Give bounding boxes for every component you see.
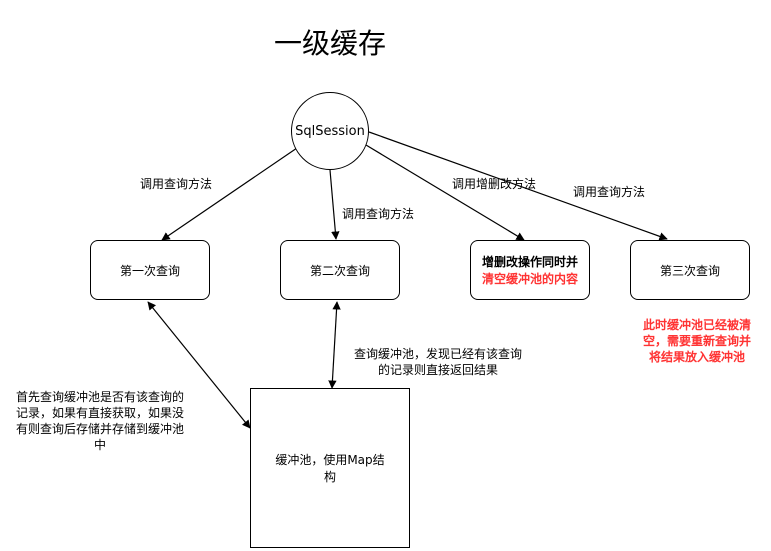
second-query-label: 第二次查询 [309, 263, 370, 278]
right-note: 此时缓冲池已经被清 空，需要重新查询并 将结果放入缓冲池 [628, 317, 766, 365]
update-label-line1: 增删改操作同时并 [481, 255, 578, 269]
edge-label-query-2: 调用查询方法 [342, 207, 415, 221]
sqlsession-label: SqlSession [295, 123, 365, 139]
left-note-line: 中 [93, 438, 106, 452]
left-note-line: 记录，如果有直接获取，如果没 [15, 406, 184, 420]
cache-pool-label-line2: 构 [323, 470, 336, 484]
first-query-node: 第一次查询 [90, 240, 210, 300]
left-note-line: 首先查询缓冲池是否有该查询的 [15, 390, 184, 404]
right-note-line: 空，需要重新查询并 [642, 334, 751, 348]
edge-session-q1 [161, 147, 298, 241]
edge-session-q3 [368, 131, 668, 241]
right-note-line: 将结果放入缓冲池 [648, 350, 745, 364]
third-query-label: 第三次查询 [659, 263, 720, 278]
third-query-node: 第三次查询 [630, 240, 750, 300]
sqlsession-node: SqlSession [291, 92, 369, 170]
update-label-line2: 清空缓冲池的内容 [481, 272, 578, 286]
cache-pool-label-line1: 缓冲池，使用Map结 [275, 453, 385, 467]
middle-note-line: 查询缓冲池，发现已经有该查询 [353, 347, 522, 361]
right-note-line: 此时缓冲池已经被清 [642, 318, 751, 332]
first-query-label: 第一次查询 [119, 263, 180, 278]
left-note: 首先查询缓冲池是否有该查询的 记录，如果有直接获取，如果没 有则查询后存储并存储… [0, 389, 200, 453]
edge-session-update [365, 144, 525, 241]
edge-q2-cache [328, 301, 341, 389]
edge-q1-cache [147, 301, 251, 429]
edge-label-query-3: 调用查询方法 [573, 185, 646, 199]
middle-note: 查询缓冲池，发现已经有该查询 的记录则直接返回结果 [338, 346, 538, 378]
left-note-line: 有则查询后存储并存储到缓冲池 [15, 422, 184, 436]
second-query-node: 第二次查询 [280, 240, 400, 300]
edge-session-q2 [329, 169, 340, 240]
edge-label-query-1: 调用查询方法 [140, 177, 213, 191]
middle-note-line: 的记录则直接返回结果 [377, 363, 498, 377]
update-node: 增删改操作同时并 清空缓冲池的内容 [470, 240, 590, 300]
edge-label-update: 调用增删改方法 [452, 177, 537, 191]
diagram-title: 一级缓存 [273, 27, 386, 60]
cache-pool-node: 缓冲池，使用Map结 构 [250, 388, 410, 548]
